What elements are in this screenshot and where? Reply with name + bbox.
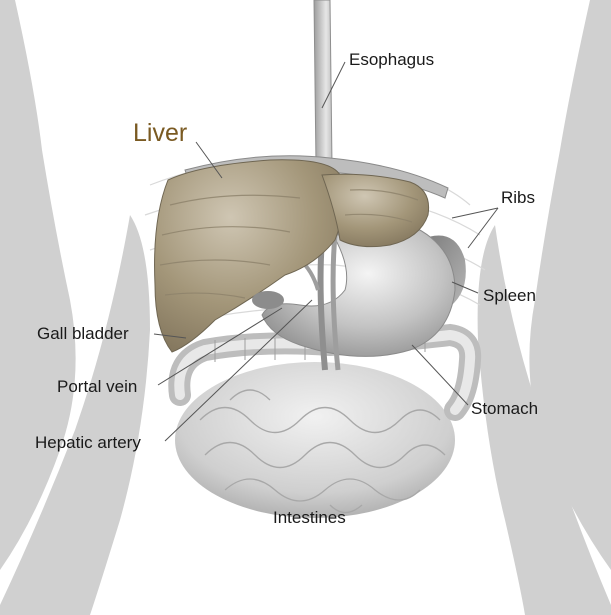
- label-liver: Liver: [133, 121, 187, 146]
- label-stomach: Stomach: [471, 400, 538, 417]
- label-gall-bladder: Gall bladder: [37, 325, 129, 342]
- label-spleen: Spleen: [483, 287, 536, 304]
- gall-bladder-shape: [252, 291, 284, 309]
- label-hepatic-artery: Hepatic artery: [35, 434, 141, 451]
- label-ribs: Ribs: [501, 189, 535, 206]
- label-intestines: Intestines: [273, 509, 346, 526]
- label-esophagus: Esophagus: [349, 51, 434, 68]
- label-portal-vein: Portal vein: [57, 378, 137, 395]
